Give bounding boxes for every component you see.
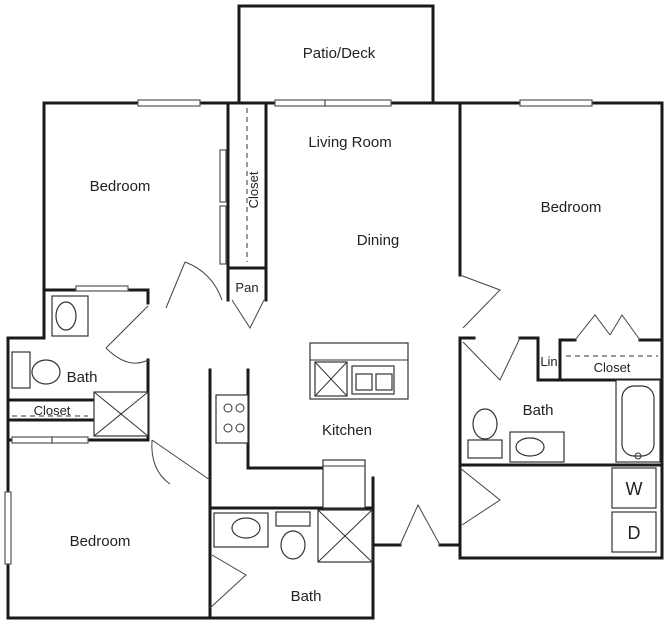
label-bedroom-nw: Bedroom [90, 178, 151, 195]
closet-shelves [12, 108, 658, 417]
label-washer: W [626, 479, 643, 499]
windows [4, 99, 593, 565]
label-pantry: Pan [235, 280, 258, 295]
label-dryer: D [628, 523, 641, 543]
label-closet-nw: Closet [246, 171, 261, 208]
label-linen: Lin [540, 354, 557, 369]
room-labels: Patio/Deck Living Room Dining Kitchen Be… [34, 45, 643, 605]
label-bedroom-east: Bedroom [541, 199, 602, 216]
label-bedroom-sw: Bedroom [70, 533, 131, 550]
label-dining: Dining [357, 232, 400, 249]
label-bath-west: Bath [67, 369, 98, 386]
fixtures [11, 295, 661, 563]
label-closet-east: Closet [594, 360, 631, 375]
doors [105, 261, 641, 609]
label-patio: Patio/Deck [303, 45, 376, 62]
label-bath-south: Bath [291, 588, 322, 605]
label-bath-east: Bath [523, 402, 554, 419]
label-closet-west: Closet [34, 403, 71, 418]
label-living-room: Living Room [308, 134, 391, 151]
label-kitchen: Kitchen [322, 422, 372, 439]
